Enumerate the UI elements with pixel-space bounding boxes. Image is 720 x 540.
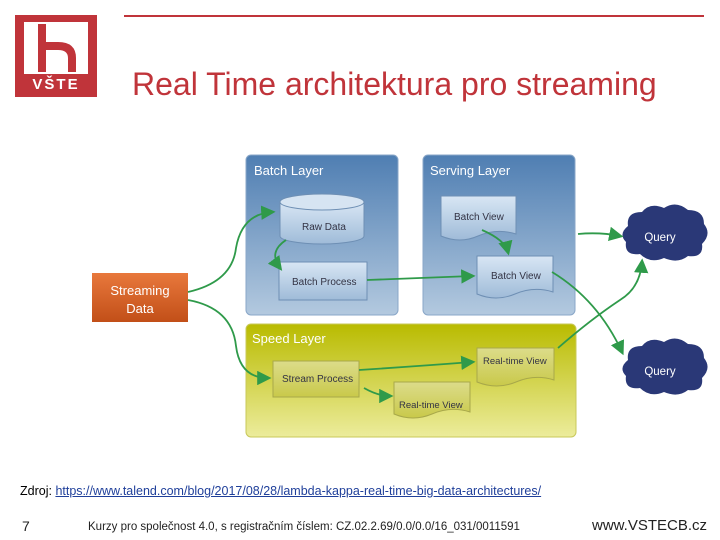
raw-data-label: Raw Data	[302, 222, 346, 233]
stream-process-label: Stream Process	[282, 374, 353, 385]
realtime-view-doc-1: Real-time View	[476, 347, 555, 387]
title-divider	[124, 15, 704, 17]
page-title: Real Time architektura pro streaming	[132, 66, 657, 102]
batch-process-label: Batch Process	[292, 277, 356, 288]
batch-view-doc-1: Batch View	[440, 195, 517, 241]
arrow-streamprocess-to-rtview	[358, 355, 476, 371]
page-number: 7	[22, 518, 30, 534]
streaming-data-label-1: Streaming	[110, 283, 169, 298]
speed-layer-label: Speed Layer	[252, 331, 326, 346]
arrow-raw-to-batchprocess	[267, 239, 287, 271]
footer-website[interactable]: www.VSTECB.cz	[592, 517, 708, 534]
query-cloud-1: Query	[622, 204, 708, 261]
arrow-rtview-to-rtview	[363, 387, 394, 404]
source-citation: Zdroj: https://www.talend.com/blog/2017/…	[20, 484, 541, 498]
source-link[interactable]: https://www.talend.com/blog/2017/08/28/l…	[55, 484, 542, 498]
arrow-serving-to-query2	[551, 271, 625, 356]
realtime-view-label-2: Real-time View	[399, 400, 463, 411]
arrow-serving-to-query	[577, 226, 624, 241]
arrow-batchview-to-batchview	[481, 229, 513, 256]
batch-view-label-2: Batch View	[491, 271, 542, 282]
streaming-data-box	[92, 273, 188, 322]
query-cloud-2: Query	[622, 338, 708, 395]
realtime-view-label-1: Real-time View	[483, 356, 547, 367]
source-label: Zdroj:	[20, 484, 52, 498]
arrow-streaming-to-speed	[187, 299, 272, 386]
vste-logo: VŠTE	[15, 15, 97, 97]
footer: 7 Kurzy pro společnost 4.0, s registračn…	[0, 512, 720, 540]
stream-process-box	[272, 360, 360, 398]
realtime-view-doc-2: Real-time View	[393, 381, 471, 419]
footer-project-text: Kurzy pro společnost 4.0, s registračním…	[88, 521, 520, 533]
serving-layer-label: Serving Layer	[430, 163, 511, 178]
streaming-data-label-2: Data	[126, 301, 154, 316]
arrow-query-to-speed	[557, 258, 649, 349]
batch-layer-label: Batch Layer	[254, 163, 324, 178]
logo-text: VŠTE	[32, 76, 80, 93]
flow-arrows	[187, 205, 649, 404]
logo-emblem	[24, 22, 88, 74]
batch-view-doc-2: Batch View	[476, 255, 554, 299]
batch-process-box	[278, 261, 368, 301]
arrow-batchprocess-to-batchview	[366, 269, 476, 284]
query-label-1: Query	[644, 232, 676, 244]
batch-view-label-1: Batch View	[454, 212, 505, 223]
query-label-2: Query	[644, 366, 676, 378]
raw-data-store: Raw Data	[279, 193, 365, 245]
arrow-streaming-to-raw	[187, 205, 276, 293]
